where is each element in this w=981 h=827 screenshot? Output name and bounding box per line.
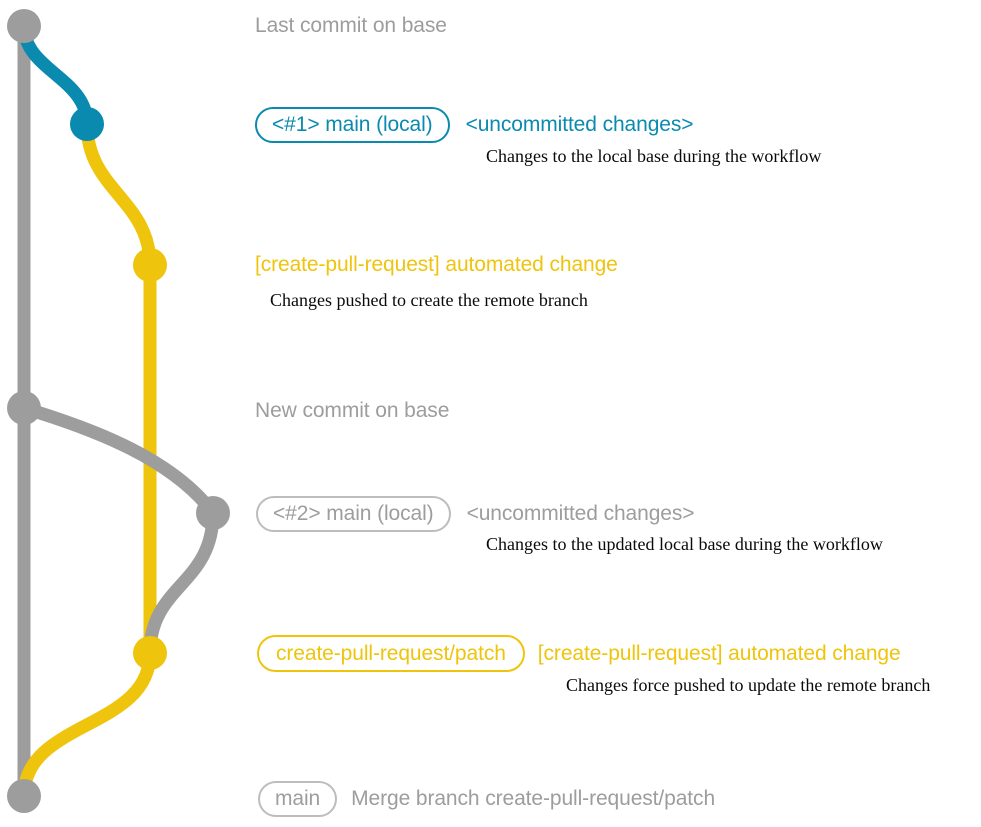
commit-node-patch-1[interactable] bbox=[133, 248, 167, 282]
commit-message-automated-change-2: [create-pull-request] automated change bbox=[537, 641, 901, 665]
row-last-commit-on-base: Last commit on base bbox=[255, 14, 447, 38]
description-local-commit-1: Changes to the local base during the wor… bbox=[486, 146, 822, 166]
commit-node-base-new[interactable] bbox=[7, 391, 41, 425]
commit-node-patch-2[interactable] bbox=[133, 636, 167, 670]
commit-node-base-last[interactable] bbox=[7, 9, 41, 43]
edge-base-to-local1 bbox=[17, 19, 94, 131]
commit-message-uncommitted-changes-1: <uncommitted changes> bbox=[465, 113, 694, 136]
edge-basenew-to-local2 bbox=[17, 401, 220, 520]
description-local-commit-2: Changes to the updated local base during… bbox=[486, 534, 883, 554]
branch-pill-main[interactable]: main bbox=[258, 781, 338, 817]
commit-message-last-commit-on-base: Last commit on base bbox=[255, 14, 447, 37]
row-local-commit-2: <#2> main (local) <uncommitted changes> bbox=[256, 496, 695, 532]
commit-message-new-commit-on-base: New commit on base bbox=[255, 399, 450, 422]
edge-patch2-to-merge bbox=[17, 646, 157, 803]
description-automated-change-2: Changes force pushed to update the remot… bbox=[566, 675, 931, 695]
commit-message-merge-branch: Merge branch create-pull-request/patch bbox=[351, 787, 716, 810]
edge-local1-to-patch1 bbox=[80, 117, 157, 272]
row-local-commit-1: <#1> main (local) <uncommitted changes> bbox=[255, 107, 694, 143]
edge-local2-to-patch2 bbox=[143, 506, 220, 660]
commit-node-local-2[interactable] bbox=[196, 496, 230, 530]
commit-node-merge[interactable] bbox=[7, 779, 41, 813]
commit-message-automated-change-1: [create-pull-request] automated change bbox=[255, 253, 618, 276]
row-automated-change-1: [create-pull-request] automated change bbox=[255, 253, 618, 277]
commit-message-uncommitted-changes-2: <uncommitted changes> bbox=[466, 502, 695, 525]
branch-pill-main-local-2[interactable]: <#2> main (local) bbox=[256, 496, 451, 532]
row-automated-change-2: create-pull-request/patch [create-pull-r… bbox=[257, 635, 901, 672]
branch-pill-create-pull-request-patch[interactable]: create-pull-request/patch bbox=[257, 635, 525, 672]
row-merge-commit: main Merge branch create-pull-request/pa… bbox=[258, 781, 715, 817]
commit-node-local-1[interactable] bbox=[70, 107, 104, 141]
row-new-commit-on-base: New commit on base bbox=[255, 399, 449, 423]
description-automated-change-1: Changes pushed to create the remote bran… bbox=[270, 290, 588, 310]
branch-pill-main-local-1[interactable]: <#1> main (local) bbox=[255, 107, 450, 143]
